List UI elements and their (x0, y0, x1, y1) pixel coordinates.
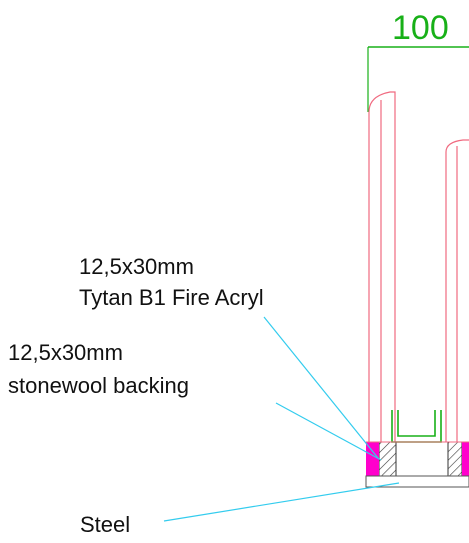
steel-channel (391, 410, 442, 443)
leader-lines (163, 316, 400, 522)
dimension-annotation: 100 (367, 9, 469, 112)
sealant-product-label: Tytan B1 Fire Acryl (79, 285, 264, 310)
dimension-value: 100 (392, 9, 449, 47)
backing-right (447, 441, 463, 477)
steel-label: Steel (80, 512, 130, 537)
leader-steel (163, 482, 400, 522)
sealant-right (462, 442, 469, 476)
left-panel-outer (368, 91, 396, 442)
backing-material-label: stonewool backing (8, 373, 189, 398)
backing-left (378, 441, 397, 477)
leader-sealant (263, 316, 379, 459)
steel-base (365, 475, 469, 488)
leader-backing (275, 402, 382, 461)
panel-outline (368, 91, 469, 442)
right-panel-outer (445, 139, 469, 442)
sealant-left (366, 442, 379, 476)
backing-size-label: 12,5x30mm (8, 340, 123, 365)
sealant-size-label: 12,5x30mm (79, 254, 194, 279)
